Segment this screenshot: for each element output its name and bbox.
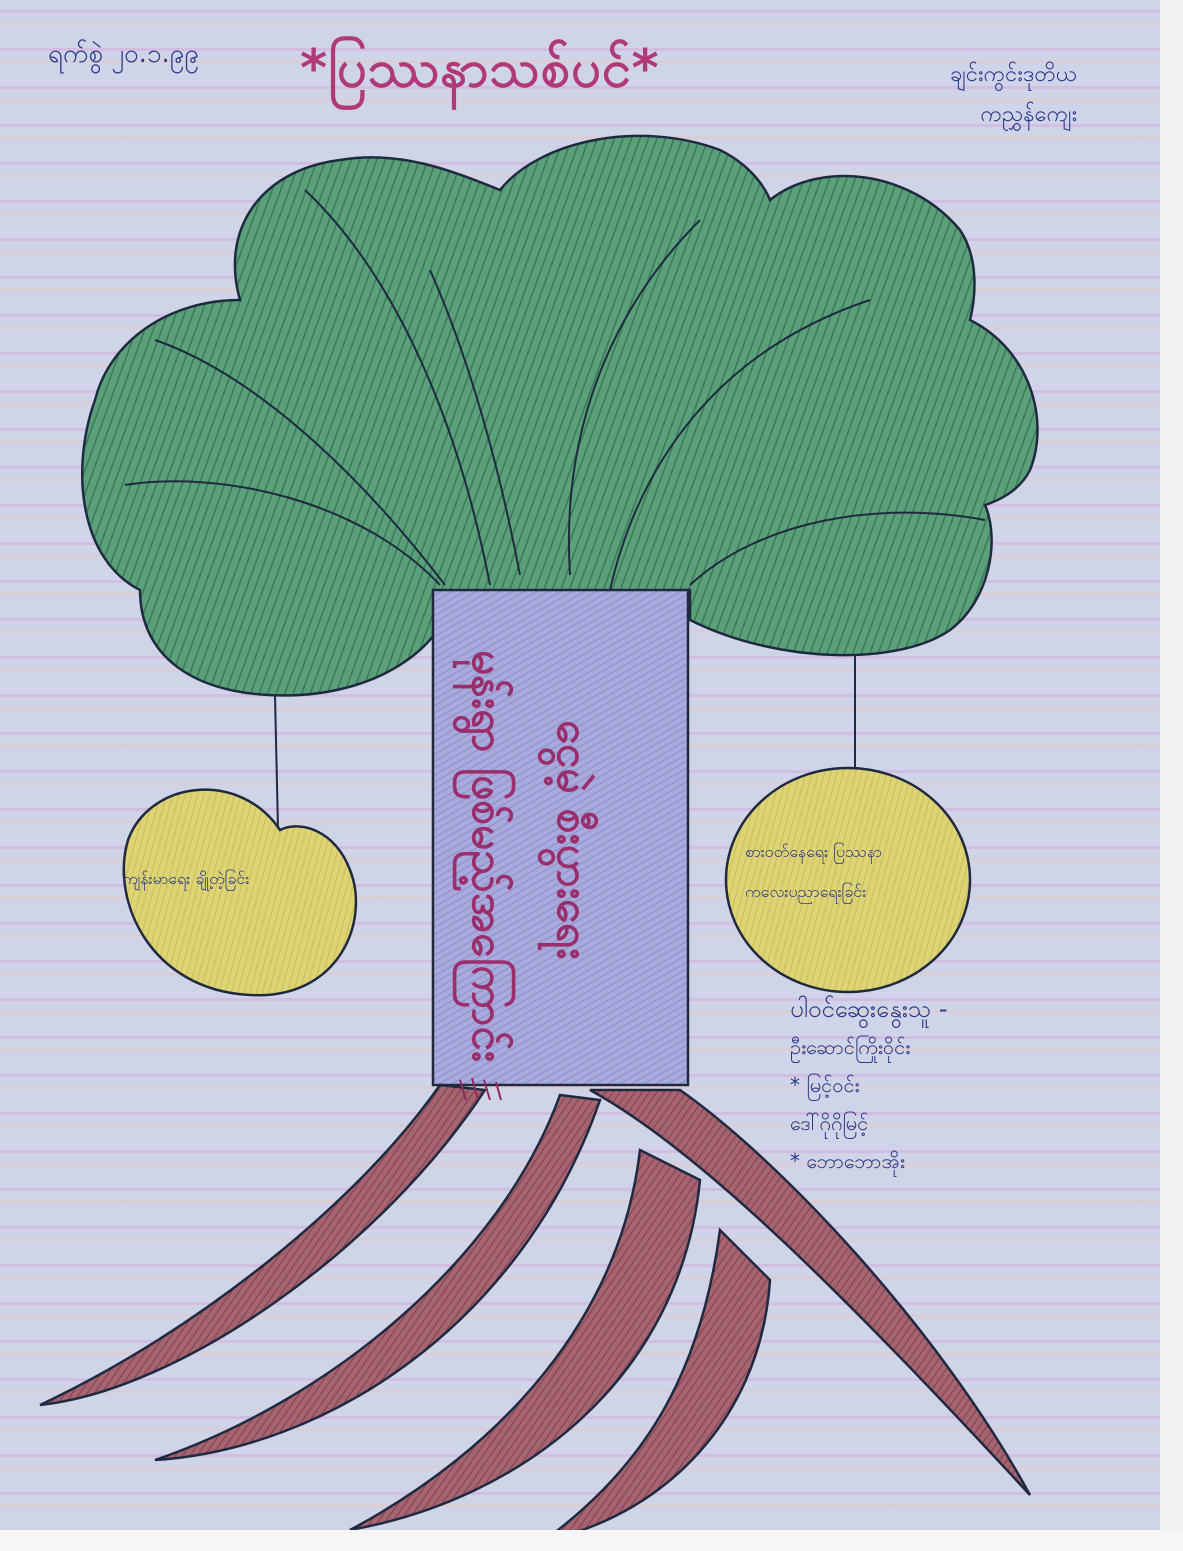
participant-item: * ဘောဘောအိုး (790, 1142, 948, 1180)
trunk-label-2: ငွေမဲ့ စီးပွားရေး (540, 720, 604, 959)
participant-item: ဒေါ်ဂိုဂိုမြင့် (790, 1104, 948, 1142)
trunk-label-1: မုန်းရွာ ဖြစ်မည့်အကြောင်း (455, 650, 519, 1062)
date-label: ရက်စွဲ ၂၀.၁.၉၉ (48, 36, 199, 75)
participants-heading: ပါဝင်ဆွေးနွေးသူ - (790, 990, 948, 1028)
fruit-right-line-1: စားဝတ်နေရေး ပြဿနာ (745, 832, 882, 872)
fruit-left-label: ကျန်းမာရေး ချို့တဲ့ခြင်း (122, 868, 249, 892)
fruit-string-left (275, 695, 278, 830)
participant-item: ဦးဆောင်ကြိုးဝိုင်း (790, 1028, 948, 1066)
school-line-1: ချင်းကွင်းဒုတိယ (950, 55, 1077, 95)
fruit-right-label: စားဝတ်နေရေး ပြဿနာ ကလေးပညာရေးခြင်း (745, 832, 882, 912)
participant-item: * မြင့်ဝင်း (790, 1066, 948, 1104)
page-title: *ပြဿနာသစ်ပင်* (300, 36, 660, 112)
paper-bottom-edge (0, 1530, 1183, 1551)
school-line-2: ကညွှန်ကျေး (950, 95, 1077, 135)
school-label: ချင်းကွင်းဒုတိယ ကညွှန်ကျေး (950, 55, 1077, 135)
fruit-right-line-2: ကလေးပညာရေးခြင်း (745, 872, 882, 912)
participants-list: ပါဝင်ဆွေးနွေးသူ - ဦးဆောင်ကြိုးဝိုင်း * မ… (790, 990, 948, 1180)
fruit-left (124, 790, 356, 996)
